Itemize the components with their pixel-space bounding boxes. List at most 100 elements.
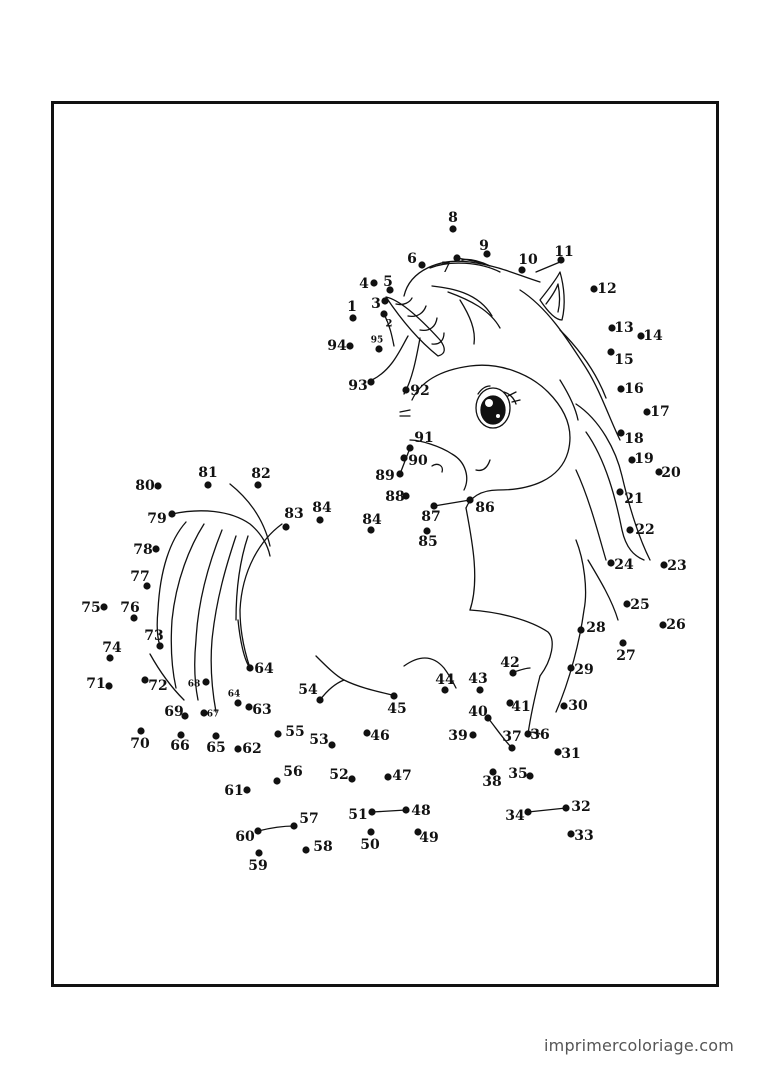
dot-marker[interactable] [567, 830, 575, 838]
dot-marker[interactable] [616, 488, 624, 496]
dot-marker[interactable] [234, 699, 242, 707]
dot-marker[interactable] [349, 314, 357, 322]
dot-marker[interactable] [441, 686, 449, 694]
dot-marker[interactable] [154, 482, 162, 490]
dot-marker[interactable] [449, 225, 457, 233]
dot-marker[interactable] [202, 678, 210, 686]
dot-marker[interactable] [273, 777, 281, 785]
dot-marker[interactable] [255, 849, 263, 857]
dot-marker[interactable] [381, 297, 389, 305]
horn-ring-3 [419, 317, 438, 332]
dot-marker[interactable] [367, 828, 375, 836]
dot-marker[interactable] [396, 470, 404, 478]
dot-marker[interactable] [234, 745, 242, 753]
dot-marker[interactable] [368, 808, 376, 816]
dot-marker[interactable] [623, 600, 631, 608]
dot-marker[interactable] [655, 468, 663, 476]
dot-marker[interactable] [105, 682, 113, 690]
dot-marker[interactable] [302, 846, 310, 854]
dot-marker[interactable] [328, 741, 336, 749]
dot-marker[interactable] [518, 266, 526, 274]
dot-marker[interactable] [143, 582, 151, 590]
dot-marker[interactable] [577, 626, 585, 634]
dot-marker[interactable] [414, 828, 422, 836]
dot-marker[interactable] [628, 456, 636, 464]
dot-marker[interactable] [152, 545, 160, 553]
dot-marker[interactable] [316, 516, 324, 524]
dot-marker[interactable] [423, 527, 431, 535]
dot-marker[interactable] [141, 676, 149, 684]
dot-marker[interactable] [274, 730, 282, 738]
dot-marker[interactable] [453, 254, 461, 262]
dot-marker[interactable] [254, 827, 262, 835]
dot-marker[interactable] [390, 692, 398, 700]
dot-marker[interactable] [430, 502, 438, 510]
dot-marker[interactable] [243, 786, 251, 794]
dot-marker[interactable] [168, 510, 176, 518]
dot-marker[interactable] [212, 732, 220, 740]
dot-marker[interactable] [524, 808, 532, 816]
dot-marker[interactable] [554, 748, 562, 756]
dot-marker[interactable] [380, 310, 388, 318]
dot-marker[interactable] [608, 324, 616, 332]
dot-marker[interactable] [619, 639, 627, 647]
dot-marker[interactable] [402, 492, 410, 500]
dot-marker[interactable] [637, 332, 645, 340]
dot-marker[interactable] [418, 261, 426, 269]
dot-marker[interactable] [181, 712, 189, 720]
dot-marker[interactable] [466, 496, 474, 504]
dot-marker[interactable] [290, 822, 298, 830]
dot-marker[interactable] [370, 279, 378, 287]
dot-marker[interactable] [483, 250, 491, 258]
dot-marker[interactable] [617, 429, 625, 437]
dot-marker[interactable] [204, 481, 212, 489]
dot-marker[interactable] [506, 699, 514, 707]
dot-marker[interactable] [526, 772, 534, 780]
dot-marker[interactable] [509, 669, 517, 677]
dot-marker[interactable] [406, 444, 414, 452]
dot-marker[interactable] [100, 603, 108, 611]
dot-marker[interactable] [660, 561, 668, 569]
dot-marker[interactable] [562, 804, 570, 812]
dot-marker[interactable] [557, 256, 565, 264]
dot-marker[interactable] [567, 664, 575, 672]
dot-marker[interactable] [402, 806, 410, 814]
dot-marker[interactable] [607, 348, 615, 356]
dot-marker[interactable] [245, 703, 253, 711]
dot-marker[interactable] [489, 768, 497, 776]
dot-marker[interactable] [375, 345, 383, 353]
dot-marker[interactable] [384, 773, 392, 781]
dot-marker[interactable] [363, 729, 371, 737]
dot-marker[interactable] [130, 614, 138, 622]
dot-marker[interactable] [282, 523, 290, 531]
dot-marker[interactable] [346, 342, 354, 350]
dot-marker[interactable] [590, 285, 598, 293]
dot-marker[interactable] [484, 714, 492, 722]
dot-marker[interactable] [400, 454, 408, 462]
dot-marker[interactable] [560, 702, 568, 710]
dot-marker[interactable] [524, 730, 532, 738]
dot-marker[interactable] [177, 731, 185, 739]
dot-marker[interactable] [246, 664, 254, 672]
dot-marker[interactable] [469, 731, 477, 739]
dot-marker[interactable] [402, 386, 410, 394]
dot-marker[interactable] [106, 654, 114, 662]
dot-marker[interactable] [626, 526, 634, 534]
dot-marker[interactable] [156, 642, 164, 650]
dot-number: 37 [502, 729, 521, 745]
dot-marker[interactable] [386, 286, 394, 294]
dot-marker[interactable] [348, 775, 356, 783]
site-credit[interactable]: imprimercoloriage.com [544, 1036, 734, 1055]
dot-marker[interactable] [200, 709, 208, 717]
dot-marker[interactable] [476, 686, 484, 694]
dot-marker[interactable] [607, 559, 615, 567]
dot-marker[interactable] [316, 696, 324, 704]
dot-marker[interactable] [367, 526, 375, 534]
dot-marker[interactable] [659, 621, 667, 629]
dot-marker[interactable] [643, 408, 651, 416]
dot-marker[interactable] [508, 744, 516, 752]
dot-marker[interactable] [254, 481, 262, 489]
dot-marker[interactable] [137, 727, 145, 735]
dot-marker[interactable] [367, 378, 375, 386]
dot-marker[interactable] [617, 385, 625, 393]
